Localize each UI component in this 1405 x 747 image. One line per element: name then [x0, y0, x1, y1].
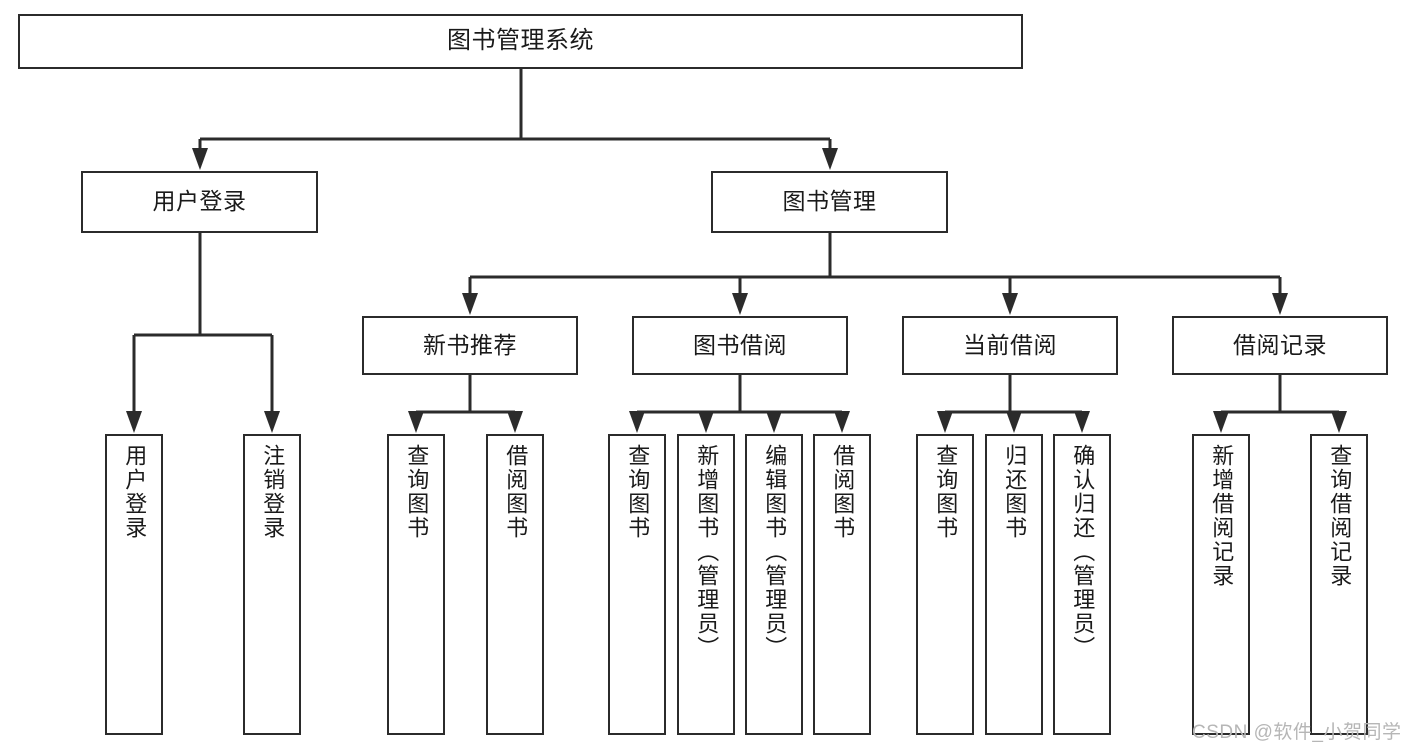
node-l3-book-borrow[interactable]: 图书借阅	[632, 316, 848, 375]
node-label: 新增借阅记录	[1209, 444, 1235, 588]
node-leaf-logout[interactable]: 注销登录	[243, 434, 301, 735]
node-leaf-confirm-return[interactable]: 确认归还（管理员）	[1053, 434, 1111, 735]
node-l3-borrow-record[interactable]: 借阅记录	[1172, 316, 1388, 375]
node-label: 查询图书	[625, 444, 651, 540]
node-label: 借阅记录	[1233, 331, 1327, 358]
node-label: 新增图书（管理员）	[694, 444, 720, 660]
node-leaf-user-login[interactable]: 用户登录	[105, 434, 163, 735]
node-leaf-query-record[interactable]: 查询借阅记录	[1310, 434, 1368, 735]
node-leaf-add-book[interactable]: 新增图书（管理员）	[677, 434, 735, 735]
node-leaf-return-book[interactable]: 归还图书	[985, 434, 1043, 735]
watermark: CSDN @软件_小贺同学	[1192, 722, 1402, 743]
node-leaf-add-record[interactable]: 新增借阅记录	[1192, 434, 1250, 735]
node-l3-current-borrow[interactable]: 当前借阅	[902, 316, 1118, 375]
node-label: 归还图书	[1002, 444, 1028, 540]
node-leaf-query-book-1[interactable]: 查询图书	[387, 434, 445, 735]
node-label: 借阅图书	[503, 444, 529, 540]
node-l2-user-login[interactable]: 用户登录	[81, 171, 318, 233]
node-leaf-borrow-book-2[interactable]: 借阅图书	[813, 434, 871, 735]
node-label: 查询借阅记录	[1327, 444, 1353, 588]
node-label: 图书管理	[782, 188, 877, 215]
node-label: 查询图书	[404, 444, 430, 540]
node-label: 图书管理系统	[447, 27, 594, 55]
node-label: 当前借阅	[963, 331, 1057, 358]
node-leaf-edit-book[interactable]: 编辑图书（管理员）	[745, 434, 803, 735]
node-label: 图书借阅	[693, 331, 787, 358]
node-label: 用户登录	[152, 188, 247, 215]
node-label: 用户登录	[122, 444, 148, 540]
node-root[interactable]: 图书管理系统	[18, 14, 1023, 69]
node-label: 借阅图书	[830, 444, 856, 540]
node-leaf-query-book-3[interactable]: 查询图书	[916, 434, 974, 735]
node-label: 编辑图书（管理员）	[762, 444, 788, 660]
node-label: 注销登录	[260, 444, 286, 540]
node-label: 查询图书	[933, 444, 959, 540]
node-l2-book-manage[interactable]: 图书管理	[711, 171, 948, 233]
node-leaf-borrow-book-1[interactable]: 借阅图书	[486, 434, 544, 735]
node-label: 新书推荐	[423, 331, 517, 358]
node-label: 确认归还（管理员）	[1070, 444, 1096, 660]
node-leaf-query-book-2[interactable]: 查询图书	[608, 434, 666, 735]
node-l3-new-book-rec[interactable]: 新书推荐	[362, 316, 578, 375]
